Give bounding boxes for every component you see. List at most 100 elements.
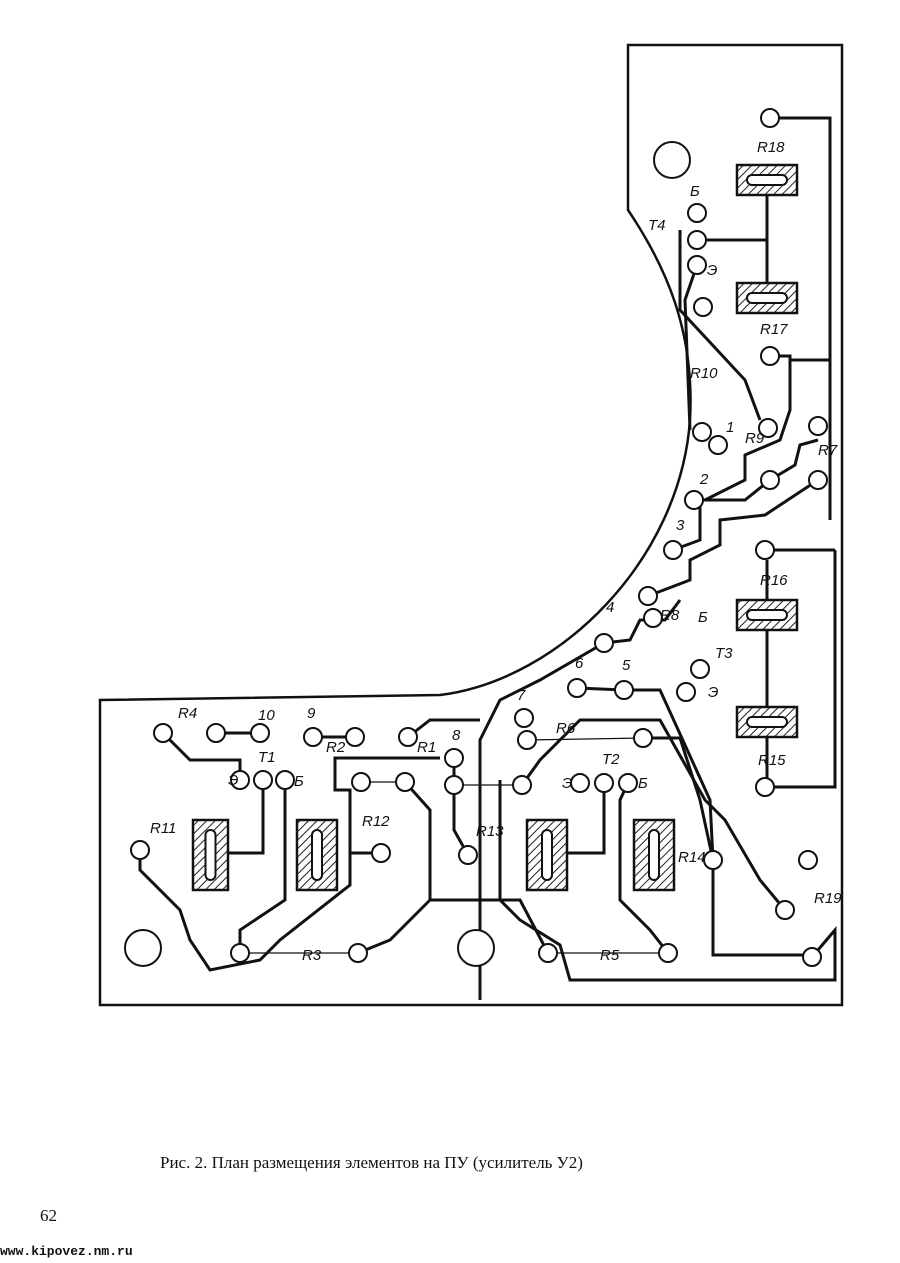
label-r5: R5 bbox=[600, 947, 620, 964]
solder-pad bbox=[687, 203, 707, 223]
copper-trace bbox=[238, 780, 287, 953]
board-outline bbox=[98, 43, 844, 1007]
solder-pad bbox=[153, 723, 173, 743]
solder-pad bbox=[538, 943, 558, 963]
solder-pad bbox=[444, 775, 464, 795]
label-n1: 1 bbox=[726, 419, 734, 436]
solder-pad bbox=[618, 773, 638, 793]
trimmer-slot bbox=[746, 292, 788, 304]
trimmer-slot bbox=[541, 829, 553, 881]
label-e: Э bbox=[228, 772, 238, 789]
solder-pad bbox=[690, 659, 710, 679]
label-r18: R18 bbox=[757, 139, 785, 156]
solder-pad bbox=[594, 633, 614, 653]
label-e: Э bbox=[562, 775, 572, 792]
solder-pad bbox=[250, 723, 270, 743]
solder-pad bbox=[444, 748, 464, 768]
solder-pad bbox=[687, 230, 707, 250]
solder-pad bbox=[802, 947, 822, 967]
label-t3: T3 bbox=[715, 645, 733, 662]
copper-trace bbox=[520, 718, 787, 911]
mounting-hole bbox=[457, 929, 495, 967]
label-b: Б bbox=[638, 775, 648, 792]
label-r15: R15 bbox=[758, 752, 786, 769]
label-r11: R11 bbox=[150, 820, 176, 837]
label-e: Э bbox=[707, 262, 717, 279]
label-r4: R4 bbox=[178, 705, 197, 722]
copper-trace bbox=[624, 688, 715, 861]
copper-trace bbox=[683, 264, 699, 431]
solder-pad bbox=[398, 727, 418, 747]
solder-pad bbox=[798, 850, 818, 870]
solder-pad bbox=[755, 777, 775, 797]
label-r9: R9 bbox=[745, 430, 765, 447]
solder-pad bbox=[570, 773, 590, 793]
copper-trace bbox=[643, 736, 812, 957]
solder-pad bbox=[760, 346, 780, 366]
label-n4: 4 bbox=[606, 599, 614, 616]
label-r19: R19 bbox=[814, 890, 842, 907]
copper-trace bbox=[769, 438, 819, 482]
copper-trace bbox=[567, 783, 606, 855]
solder-pad bbox=[351, 772, 371, 792]
solder-pad bbox=[775, 900, 795, 920]
label-n7: 7 bbox=[517, 687, 526, 704]
copper-trace bbox=[647, 478, 819, 598]
solder-pad bbox=[755, 540, 775, 560]
label-r16: R16 bbox=[760, 572, 788, 589]
solder-pad bbox=[371, 843, 391, 863]
solder-pad bbox=[760, 470, 780, 490]
solder-pad bbox=[230, 770, 250, 790]
solder-pad bbox=[676, 682, 696, 702]
trimmer-slot bbox=[746, 716, 788, 728]
label-r14: R14 bbox=[678, 849, 706, 866]
label-t2: T2 bbox=[602, 751, 620, 768]
solder-pad bbox=[130, 840, 150, 860]
solder-pad bbox=[230, 943, 250, 963]
label-n2: 2 bbox=[699, 471, 709, 488]
solder-pad bbox=[693, 297, 713, 317]
label-r3: R3 bbox=[302, 947, 322, 964]
solder-pad bbox=[760, 108, 780, 128]
solder-pad bbox=[643, 608, 663, 628]
label-r13: R13 bbox=[476, 823, 504, 840]
solder-pad bbox=[594, 773, 614, 793]
solder-pad bbox=[633, 728, 653, 748]
solder-pad bbox=[708, 435, 728, 455]
copper-trace bbox=[618, 782, 670, 954]
solder-pad bbox=[275, 770, 295, 790]
mounting-hole bbox=[124, 929, 162, 967]
label-n6: 6 bbox=[575, 655, 584, 672]
label-n3: 3 bbox=[676, 517, 685, 534]
solder-pad bbox=[663, 540, 683, 560]
website-url: www.kipovez.nm.ru bbox=[0, 1244, 133, 1259]
solder-pad bbox=[638, 586, 658, 606]
page-number: 62 bbox=[40, 1206, 57, 1225]
label-n10: 10 bbox=[258, 707, 275, 724]
label-r1: R1 bbox=[417, 739, 436, 756]
solder-pad bbox=[345, 727, 365, 747]
solder-pad bbox=[458, 845, 478, 865]
solder-pad bbox=[303, 727, 323, 747]
solder-pad bbox=[512, 775, 532, 795]
label-r8: R8 bbox=[660, 607, 680, 624]
solder-pad bbox=[808, 470, 828, 490]
copper-trace bbox=[498, 780, 837, 982]
copper-trace bbox=[357, 898, 432, 955]
solder-pad bbox=[692, 422, 712, 442]
solder-pad bbox=[517, 730, 537, 750]
solder-pad bbox=[348, 943, 368, 963]
label-b: Б bbox=[690, 183, 700, 200]
copper-trace bbox=[228, 780, 265, 855]
copper-trace bbox=[603, 599, 682, 645]
label-n5: 5 bbox=[622, 657, 631, 674]
trimmer-slot bbox=[311, 829, 323, 881]
copper-trace bbox=[452, 785, 470, 856]
label-r6: R6 bbox=[556, 720, 576, 737]
label-n8: 8 bbox=[452, 727, 461, 744]
solder-pad bbox=[703, 850, 723, 870]
copper-trace bbox=[765, 550, 837, 789]
connection-line bbox=[526, 737, 644, 741]
mounting-hole bbox=[653, 141, 691, 179]
trimmer-slot bbox=[746, 609, 788, 621]
